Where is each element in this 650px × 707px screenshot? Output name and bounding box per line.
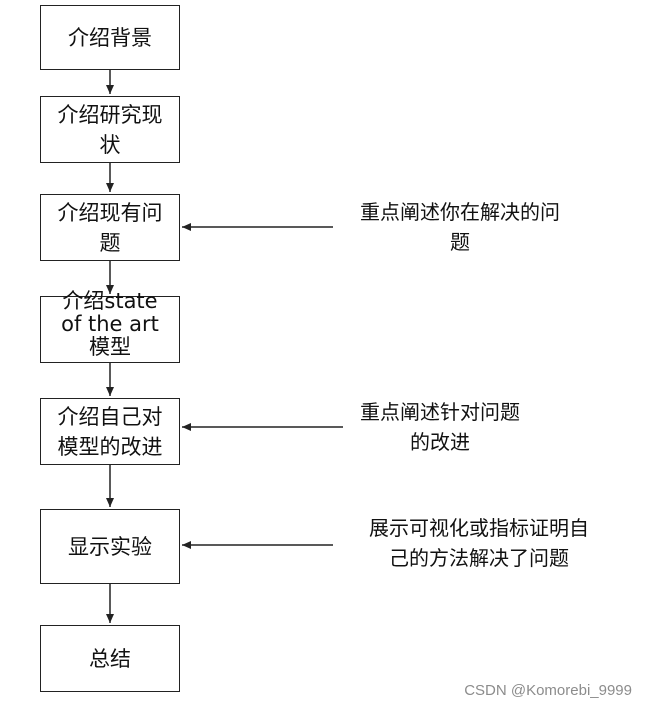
step-label: 显示实验: [68, 534, 152, 559]
step-box-summary: 总结: [40, 625, 180, 692]
step-label-line2: 状: [99, 132, 121, 157]
note-problem-emphasis: 重点阐述你在解决的问 题: [335, 197, 585, 257]
note-line1: 重点阐述针对问题: [360, 400, 520, 424]
step-label-line1: 介绍state: [62, 289, 158, 313]
step-label-line1: 介绍自己对: [57, 404, 163, 429]
step-label-line2: of the art: [61, 312, 159, 336]
step-box-experiments: 显示实验: [40, 509, 180, 584]
step-text: 介绍现有问 题: [58, 198, 163, 258]
step-label: 总结: [89, 646, 131, 671]
note-line1: 重点阐述你在解决的问: [360, 200, 560, 224]
step-box-background: 介绍背景: [40, 5, 180, 70]
step-label-line2: 模型的改进: [57, 434, 163, 459]
watermark: CSDN @Komorebi_9999: [464, 682, 632, 699]
note-improvement-emphasis: 重点阐述针对问题 的改进: [345, 397, 535, 457]
note-line2: 题: [450, 230, 470, 254]
note-line2: 己的方法解决了问题: [389, 546, 569, 570]
note-line1: 展示可视化或指标证明自: [369, 516, 589, 540]
note-visualization-proof: 展示可视化或指标证明自 己的方法解决了问题: [334, 513, 624, 573]
step-text: 介绍研究现 状: [58, 100, 163, 160]
step-label-line3: 模型: [88, 335, 131, 359]
step-text: 介绍state of the art 模型: [61, 289, 159, 362]
step-label: 介绍背景: [68, 25, 152, 50]
step-label-line1: 介绍研究现: [57, 102, 163, 127]
step-text: 介绍自己对 模型的改进: [58, 402, 163, 462]
note-line2: 的改进: [410, 430, 470, 454]
step-label-line1: 介绍现有问: [57, 200, 163, 225]
step-label-line2: 题: [99, 230, 121, 255]
step-box-existing-problems: 介绍现有问 题: [40, 194, 180, 261]
step-box-model-improvement: 介绍自己对 模型的改进: [40, 398, 180, 465]
step-box-research-status: 介绍研究现 状: [40, 96, 180, 163]
step-box-state-of-the-art: 介绍state of the art 模型: [40, 289, 180, 363]
